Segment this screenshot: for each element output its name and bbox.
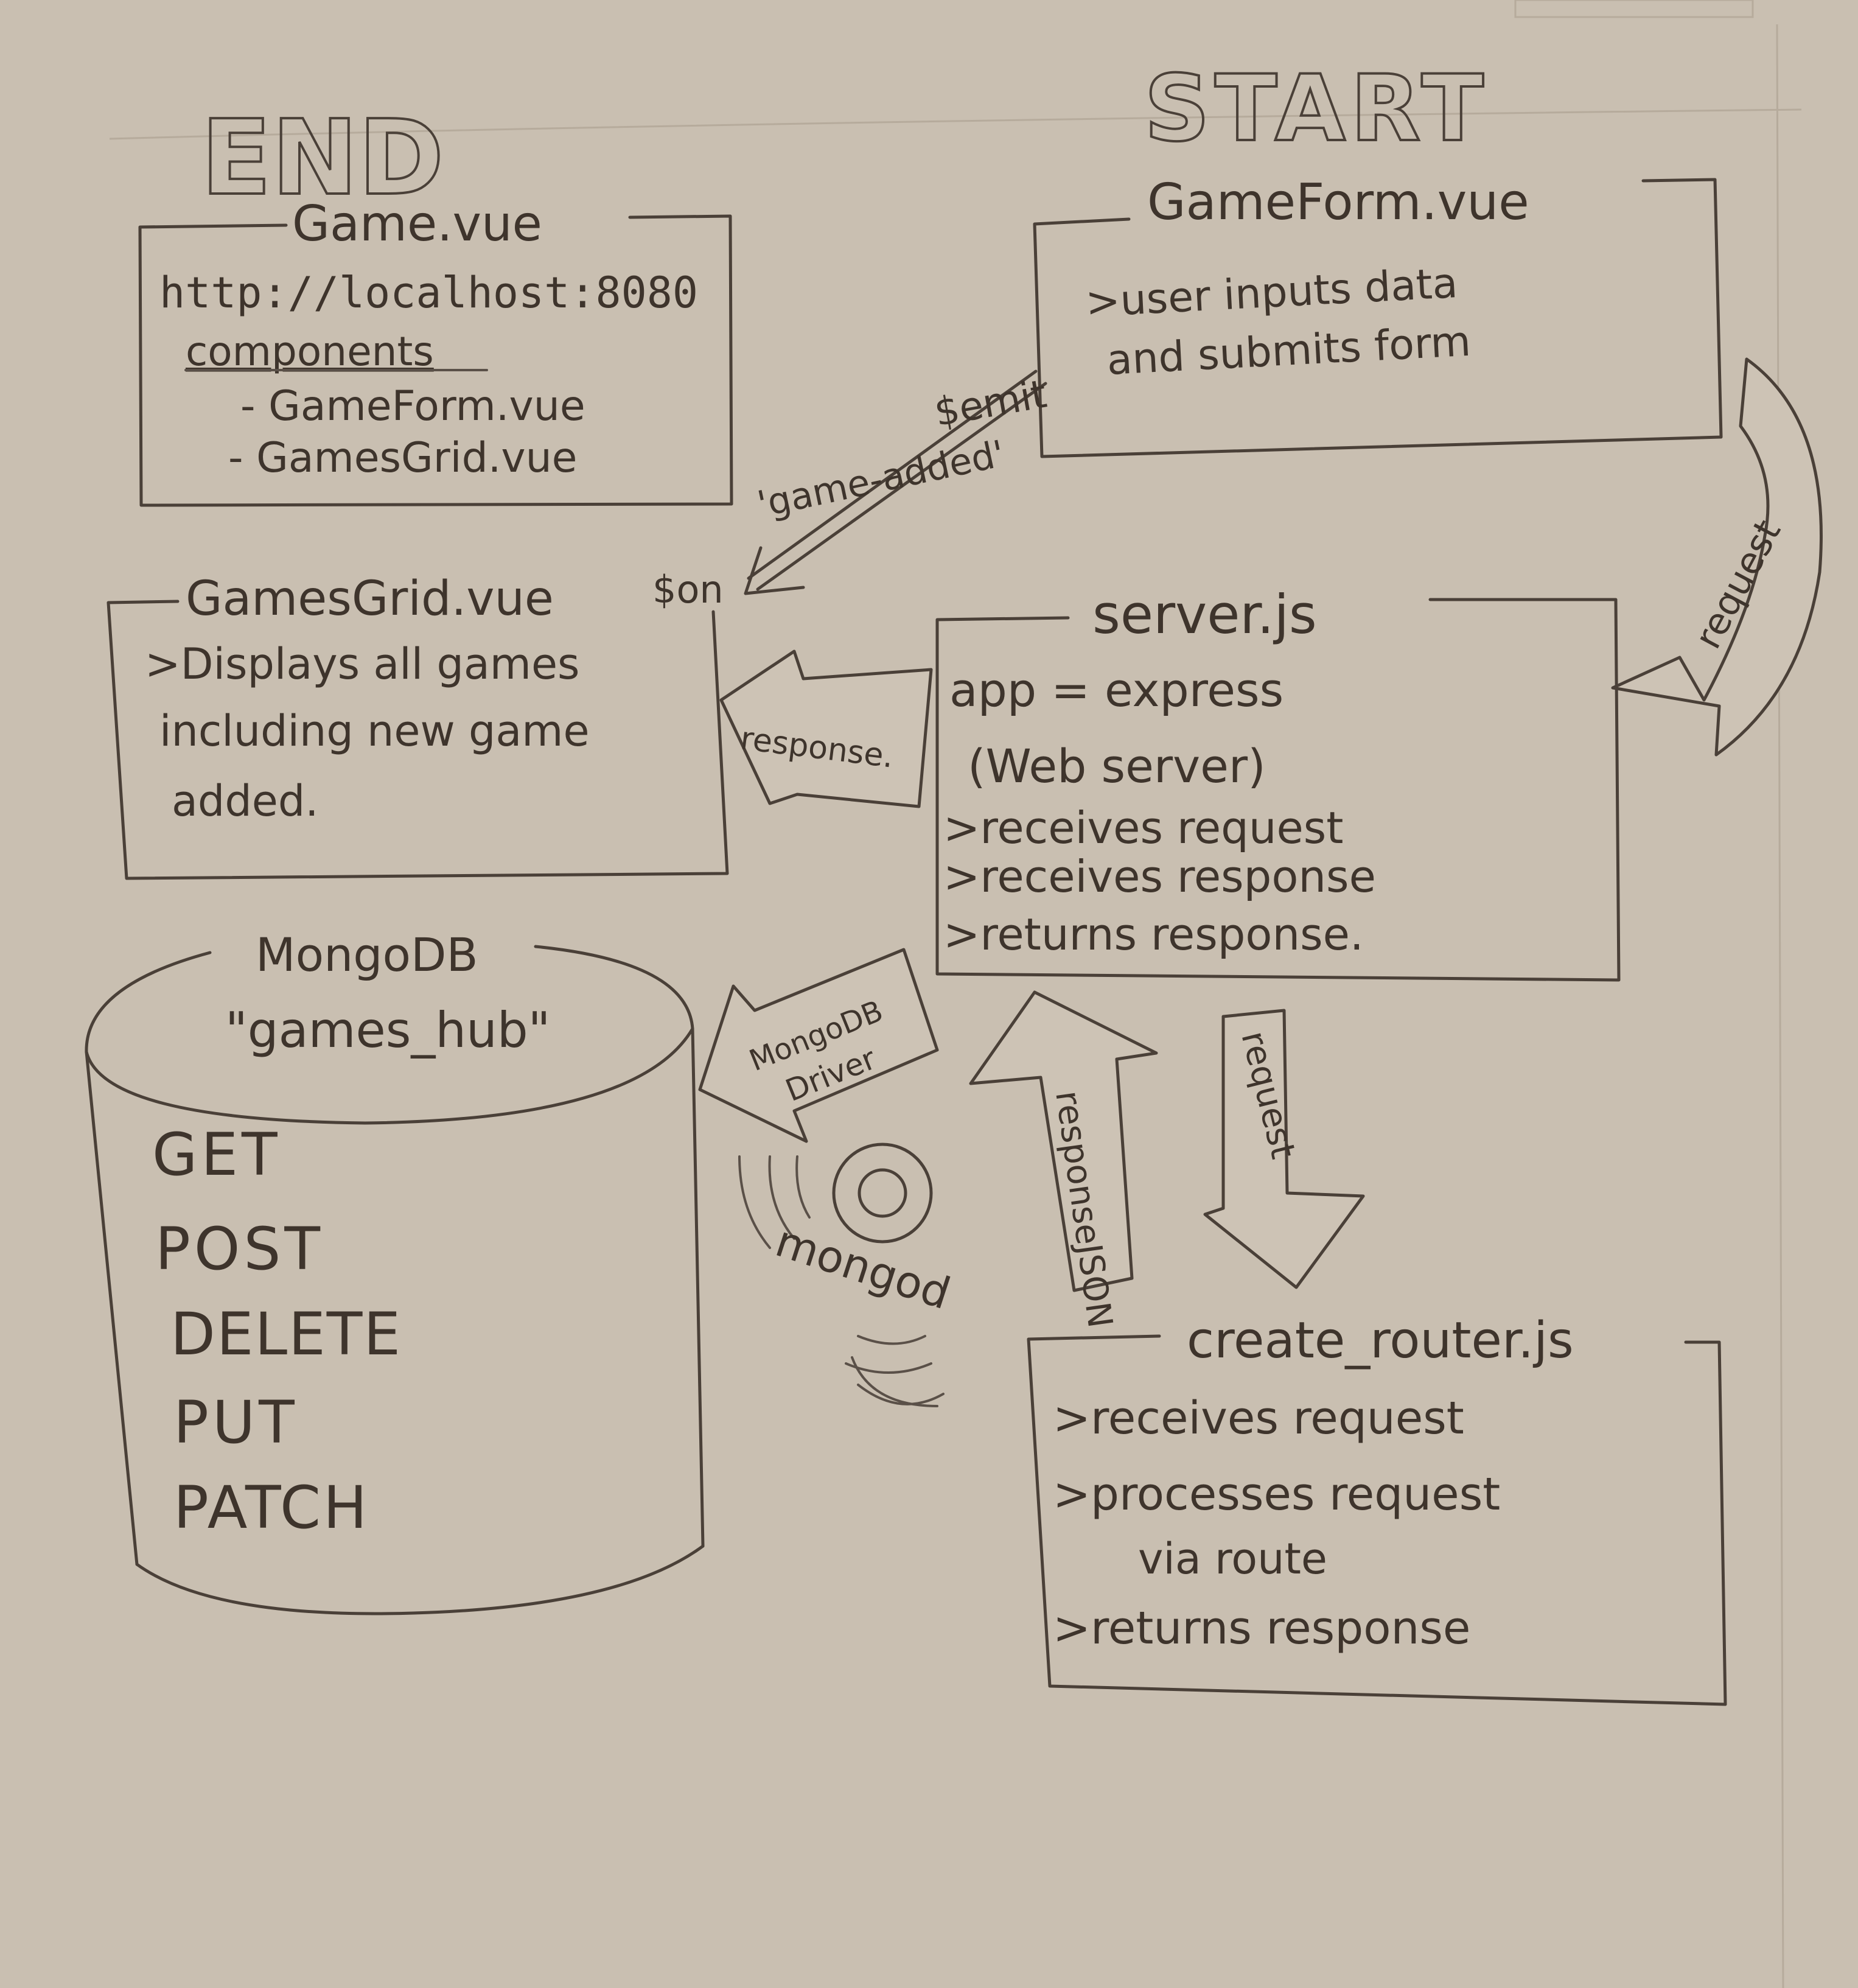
- mongod-label: mongod: [770, 1215, 957, 1319]
- response-json-up-arrow: [969, 990, 1158, 1292]
- gameform-vue-line-1: >user inputs data: [1084, 259, 1459, 327]
- gameform-vue-box: GameForm.vue >user inputs data and submi…: [1033, 173, 1723, 458]
- server-js-line-1: app = express: [949, 663, 1283, 717]
- mongodb-cylinder: MongoDB "games_hub" GET POST DELETE PUT …: [85, 928, 705, 1615]
- gamesgrid-vue-line-1: >Displays all games: [145, 639, 580, 689]
- mongodb-driver-arrow: [698, 948, 939, 1143]
- game-vue-title: Game.vue: [292, 195, 542, 252]
- gamesgrid-vue-box: GamesGrid.vue $on >Displays all games in…: [107, 567, 729, 880]
- end-label: END: [201, 98, 444, 219]
- create-router-title: create_router.js: [1187, 1312, 1574, 1370]
- server-js-line-5: >returns response.: [943, 909, 1364, 960]
- gamesgrid-vue-line-3: added.: [172, 776, 319, 826]
- mongodb-method-put: PUT: [173, 1388, 298, 1457]
- request-curved-arrow: request: [1611, 357, 1823, 757]
- create-router-line-1: >receives request: [1053, 1392, 1464, 1444]
- gamesgrid-vue-line-2: including new game: [159, 706, 590, 756]
- create-router-line-4: >returns response: [1053, 1602, 1470, 1654]
- gameform-vue-title: GameForm.vue: [1147, 173, 1529, 231]
- game-vue-item-gamesgrid: - GamesGrid.vue: [228, 434, 578, 482]
- gamesgrid-vue-on-label: $on: [652, 567, 724, 612]
- server-js-box: server.js app = express (Web server) >re…: [935, 583, 1621, 982]
- request-down-arrow: [1203, 1009, 1365, 1289]
- game-vue-box: Game.vue http://localhost:8080 component…: [138, 195, 733, 507]
- mongodb-method-post: POST: [155, 1215, 324, 1283]
- create-router-box: create_router.js >receives request >proc…: [1027, 1312, 1727, 1706]
- server-js-title: server.js: [1092, 583, 1317, 646]
- mongodb-method-get: GET: [152, 1121, 281, 1189]
- game-vue-url: http://localhost:8080: [159, 268, 698, 318]
- create-router-line-2: >processes request: [1053, 1468, 1500, 1521]
- start-label: START: [1144, 56, 1489, 162]
- game-vue-item-gameform: - GameForm.vue: [240, 382, 585, 430]
- server-js-line-3: >receives request: [943, 802, 1344, 853]
- emit-label-line-1: $emit: [931, 372, 1050, 436]
- mongodb-title: MongoDB: [256, 928, 478, 982]
- mongodb-method-patch: PATCH: [173, 1474, 369, 1542]
- paper-ruling: [109, 0, 1802, 1988]
- mongod-signal-icon: [738, 1143, 945, 1407]
- gamesgrid-vue-title: GamesGrid.vue: [186, 572, 554, 626]
- gameform-vue-line-2: and submits form: [1106, 318, 1472, 385]
- server-js-line-4: >receives response: [943, 851, 1376, 902]
- create-router-line-3: via route: [1138, 1534, 1327, 1584]
- emit-arrow: $emit 'game-added': [744, 369, 1050, 595]
- mongodb-method-delete: DELETE: [170, 1300, 402, 1368]
- server-js-line-2: (Web server): [968, 739, 1266, 793]
- mongodb-name: "games_hub": [225, 1002, 550, 1059]
- game-vue-components-heading: components: [186, 328, 434, 375]
- emit-label-line-2: 'game-added': [754, 432, 1008, 526]
- response-left-arrow: [719, 649, 933, 808]
